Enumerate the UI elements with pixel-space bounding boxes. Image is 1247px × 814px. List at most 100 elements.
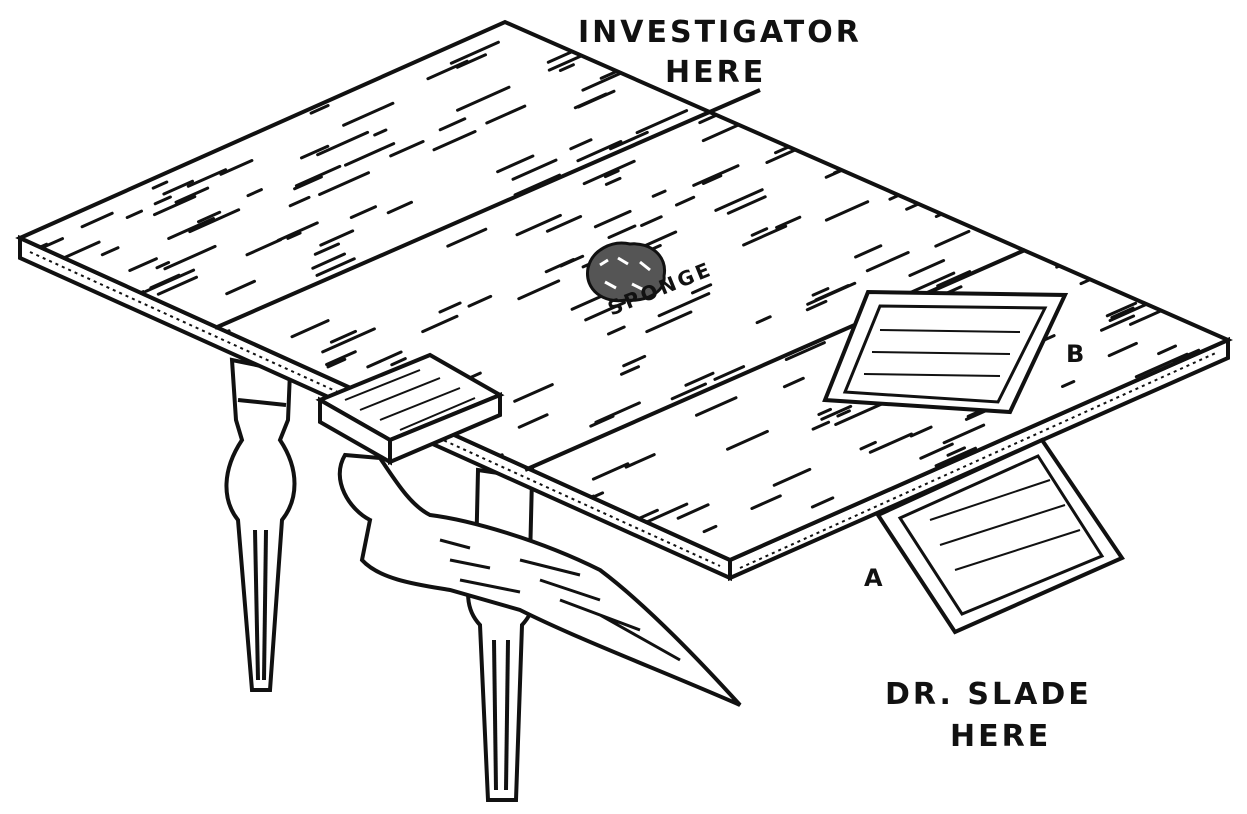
wood-grain-stroke xyxy=(1166,189,1195,202)
wood-grain-stroke xyxy=(1021,114,1039,122)
wood-grain-stroke xyxy=(800,122,851,145)
wood-grain-stroke xyxy=(221,1,267,21)
wood-grain-stroke xyxy=(120,32,167,53)
wood-grain-stroke xyxy=(932,126,957,137)
wood-grain-stroke xyxy=(40,448,69,461)
wood-grain-stroke xyxy=(82,506,98,513)
wood-grain-stroke xyxy=(40,447,81,465)
wood-grain-stroke xyxy=(188,430,213,441)
wood-grain-stroke xyxy=(184,107,195,112)
wood-grain-stroke xyxy=(48,475,72,486)
wood-grain-stroke xyxy=(120,50,139,58)
wood-grain-stroke xyxy=(1206,265,1247,288)
wood-grain-stroke xyxy=(313,37,338,48)
wood-grain-stroke xyxy=(398,461,449,484)
wood-grain-stroke xyxy=(77,385,97,394)
wood-grain-stroke xyxy=(1109,109,1158,131)
wood-grain-stroke xyxy=(803,87,823,96)
wood-grain-stroke xyxy=(809,49,841,63)
wood-grain-stroke xyxy=(193,92,218,103)
wood-grain-stroke xyxy=(1124,550,1139,557)
wood-grain-stroke xyxy=(631,568,643,573)
wood-grain-stroke xyxy=(284,77,306,87)
wood-grain-stroke xyxy=(632,48,668,64)
wood-grain-stroke xyxy=(1205,416,1247,438)
wood-grain-stroke xyxy=(1183,494,1194,499)
wood-grain-stroke xyxy=(1008,215,1051,234)
wood-grain-stroke xyxy=(956,49,968,55)
wood-grain-stroke xyxy=(648,554,671,564)
wood-grain-stroke xyxy=(984,201,1021,218)
wood-grain-stroke xyxy=(299,424,323,435)
wood-grain-stroke xyxy=(88,150,119,164)
wood-grain-stroke xyxy=(582,540,607,551)
wood-grain-stroke xyxy=(1187,46,1232,66)
wood-grain-stroke xyxy=(390,51,403,57)
wood-grain-stroke xyxy=(49,190,75,201)
wood-grain-stroke xyxy=(980,88,996,95)
wood-grain-stroke xyxy=(142,500,162,509)
wood-grain-stroke xyxy=(1096,163,1108,168)
wood-grain-stroke xyxy=(168,78,186,86)
wood-grain-stroke xyxy=(105,137,122,145)
wood-grain-stroke xyxy=(181,511,202,520)
wood-grain-stroke xyxy=(894,65,924,78)
wood-grain-stroke xyxy=(151,116,194,135)
wood-grain-stroke xyxy=(143,515,190,536)
wood-grain-stroke xyxy=(114,497,149,513)
wood-grain-stroke xyxy=(385,21,421,37)
wood-grain-stroke xyxy=(25,552,62,568)
wood-grain-stroke xyxy=(55,311,77,321)
wood-grain-stroke xyxy=(65,17,116,40)
wood-grain-stroke xyxy=(34,327,78,347)
wood-grain-stroke xyxy=(584,530,625,548)
wood-grain-stroke xyxy=(600,50,616,57)
wood-grain-stroke xyxy=(1176,130,1224,152)
wood-grain-stroke xyxy=(856,11,903,32)
wood-grain-stroke xyxy=(1195,208,1236,226)
wood-grain-stroke xyxy=(314,78,338,89)
wood-grain-stroke xyxy=(1197,274,1209,279)
wood-grain-stroke xyxy=(123,131,140,138)
slate-b-label: B xyxy=(1066,342,1087,366)
wood-grain-stroke xyxy=(199,111,218,119)
wood-grain-stroke xyxy=(769,56,797,68)
wood-grain-stroke xyxy=(179,102,222,121)
wood-grain-stroke xyxy=(1000,122,1014,128)
wood-grain-stroke xyxy=(24,360,39,367)
wood-grain-stroke xyxy=(304,429,320,436)
wood-grain-stroke xyxy=(232,52,250,60)
investigator-label-line1: INVESTIGATOR xyxy=(578,18,862,48)
wood-grain-stroke xyxy=(1179,445,1228,467)
wood-grain-stroke xyxy=(963,159,1001,176)
wood-grain-stroke xyxy=(1125,106,1144,114)
table-leg-front xyxy=(468,470,535,800)
wood-grain-stroke xyxy=(42,144,89,165)
wood-grain-stroke xyxy=(145,21,163,29)
wood-grain-stroke xyxy=(1040,32,1052,37)
wood-grain-stroke xyxy=(204,384,230,395)
wood-grain-stroke xyxy=(907,187,956,209)
wood-grain-stroke xyxy=(116,529,137,538)
wood-grain-stroke xyxy=(139,434,188,456)
wood-grain-stroke xyxy=(417,29,431,35)
wood-grain-stroke xyxy=(947,206,972,217)
wood-grain-stroke xyxy=(1017,109,1029,115)
wood-grain-stroke xyxy=(334,11,379,31)
wood-grain-stroke xyxy=(288,526,299,531)
wood-grain-stroke xyxy=(1155,457,1183,470)
wood-grain-stroke xyxy=(1086,204,1107,213)
wood-grain-stroke xyxy=(913,99,953,117)
wood-grain-stroke xyxy=(122,98,153,112)
wood-grain-stroke xyxy=(173,408,219,429)
wood-grain-stroke xyxy=(1209,381,1226,389)
wood-grain-stroke xyxy=(164,506,202,523)
wood-grain-stroke xyxy=(1203,369,1239,385)
wood-grain-stroke xyxy=(181,9,223,28)
wood-grain-stroke xyxy=(361,7,390,20)
wood-grain-stroke xyxy=(1182,511,1202,520)
wood-grain-stroke xyxy=(1203,260,1224,269)
investigator-label-line2: HERE xyxy=(665,58,766,88)
wood-grain-stroke xyxy=(929,45,956,57)
wood-grain-stroke xyxy=(242,44,261,53)
